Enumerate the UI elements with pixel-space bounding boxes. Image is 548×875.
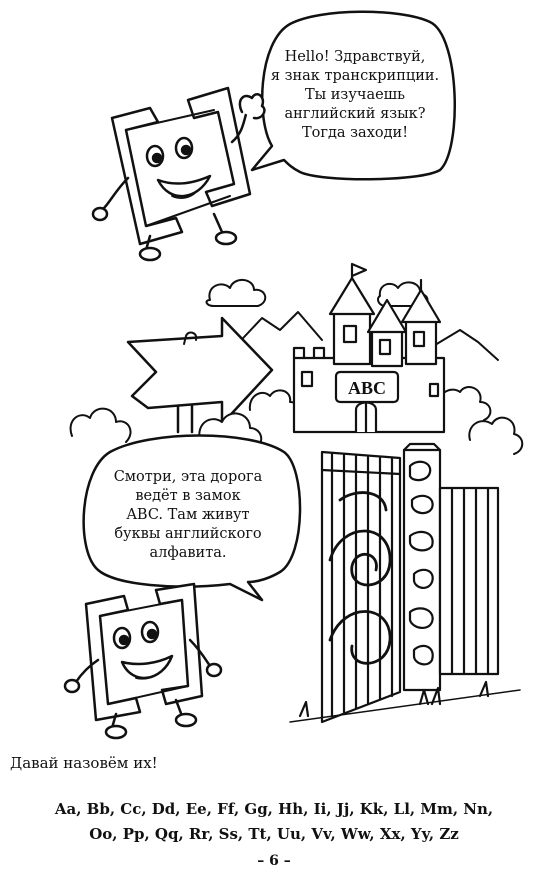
castle (292, 262, 446, 434)
bubble-line: Ты изучаешь (304, 87, 406, 103)
gate (289, 442, 521, 724)
transcription-character-bottom (63, 582, 223, 740)
speech-bubble-top (250, 10, 456, 181)
bubble-line: я знак транскрипции. (270, 68, 440, 84)
clouds (205, 279, 429, 307)
speech-bubble-top-text: Hello! Здравствуй, я знак транскрипции. … (270, 48, 440, 143)
mountains (229, 311, 499, 361)
speech-bubble-bottom-text: Смотри, эта дорога ведёт в замок ABC. Та… (88, 468, 288, 563)
bubble-line: Тогда заходи! (301, 125, 409, 141)
signpost-arrow (126, 316, 274, 434)
bubble-line: ведёт в замок (135, 488, 241, 504)
transcription-character-top (91, 86, 266, 262)
intro-text: Давай назовём их! (10, 754, 158, 772)
speech-bubble-bottom (82, 434, 302, 602)
page-number: – 6 – (257, 853, 291, 869)
bubble-line: буквы английского (114, 526, 262, 542)
alphabet-line-1: Aa, Bb, Cc, Dd, Ee, Ff, Gg, Hh, Ii, Jj, … (54, 800, 494, 818)
bubble-line: алфавита. (149, 545, 227, 561)
bubble-line: ABC. Там живут (126, 507, 250, 523)
bubble-line: английский язык? (284, 106, 426, 122)
bubble-line: Hello! Здравствуй, (284, 49, 426, 65)
alphabet-line-2: Oo, Pp, Qq, Rr, Ss, Tt, Uu, Vv, Ww, Xx, … (89, 825, 459, 843)
castle-sign-text: ABC (348, 378, 386, 398)
bubble-line: Смотри, эта дорога (113, 469, 263, 485)
